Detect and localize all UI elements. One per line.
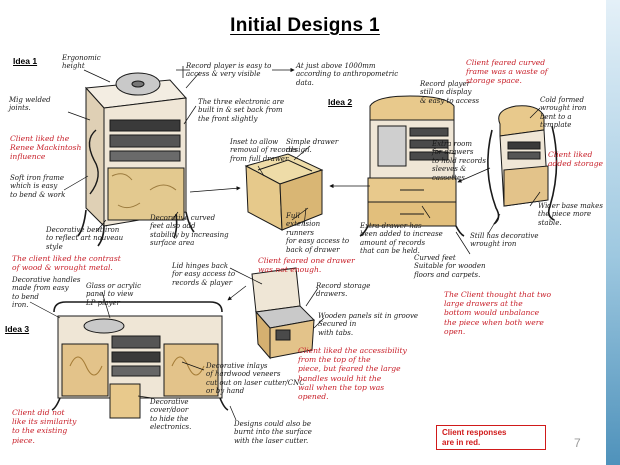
note-three-electronics: The three electronic are built in & set … bbox=[198, 98, 284, 123]
note-curved-feet: Curved feet Suitable for wooden floors a… bbox=[414, 254, 486, 279]
idea1-label: Idea 1 bbox=[13, 56, 37, 66]
response-curved-frame: Client feared curved frame was a waste o… bbox=[466, 58, 548, 86]
note-wider-base: Wider base makes the piece more stable. bbox=[538, 202, 603, 227]
response-one-drawer: Client feared one drawer was not enough. bbox=[258, 256, 355, 274]
note-extra-drawer: Extra drawer has been added to increase … bbox=[360, 222, 443, 256]
note-decorative-bent-iron: Decorative bent iron to reflect art nouv… bbox=[46, 226, 123, 251]
note-designs-burnt: Designs could also be burnt into the sur… bbox=[234, 420, 312, 445]
note-curved-feet-stability: Decorative curved feet also add stabilit… bbox=[150, 214, 229, 248]
response-mackintosh: Client liked the Renee Mackintosh influe… bbox=[10, 134, 81, 162]
client-responses-legend: Client responses are in red. bbox=[436, 425, 546, 450]
idea3-sketch bbox=[52, 302, 228, 418]
note-ergonomic-height: Ergonomic height bbox=[62, 54, 101, 71]
note-decorative-inlays: Decorative inlays of hardwood veneers cu… bbox=[206, 362, 305, 396]
page-number: 7 bbox=[574, 436, 581, 450]
note-record-player-access: Record player is easy to access & very v… bbox=[186, 62, 271, 79]
response-added-storage: Client liked added storage bbox=[548, 150, 603, 168]
note-lid-hinges: Lid hinges back for easy access to recor… bbox=[172, 262, 235, 287]
note-record-storage: Record storage drawers. bbox=[316, 282, 370, 299]
response-accessibility: Client liked the accessibility from the … bbox=[298, 346, 407, 401]
note-mig-welded: Mig welded joints. bbox=[9, 96, 51, 113]
note-simple-drawer: Simple drawer design. bbox=[286, 138, 338, 155]
note-soft-iron: Soft iron frame which is easy to bend & … bbox=[10, 174, 65, 199]
response-contrast: The client liked the contrast of wood & … bbox=[12, 254, 121, 272]
response-large-drawers: The Client thought that two large drawer… bbox=[444, 290, 551, 336]
note-cold-formed: Cold formed wrought iron bent to a templ… bbox=[540, 96, 586, 130]
note-glass-acrylic: Glass or acrylic panel to view LP player bbox=[86, 282, 141, 307]
lid-cabinet-sketch bbox=[252, 268, 314, 358]
note-height-above: At just above 1000mm according to anthro… bbox=[296, 62, 398, 87]
idea3-label: Idea 3 bbox=[5, 324, 29, 334]
note-extra-room: Extra room for drawers to hold records s… bbox=[432, 140, 486, 182]
idea2-label: Idea 2 bbox=[328, 97, 352, 107]
note-decorative-cover: Decorative cover/door to hide the electr… bbox=[150, 398, 191, 432]
note-full-extension: Full extension runners for easy access t… bbox=[286, 212, 349, 254]
note-wooden-panels: Wooden panels sit in groove Secured in w… bbox=[318, 312, 418, 337]
note-decorative-handles: Decorative handles made from easy to ben… bbox=[12, 276, 80, 310]
response-not-similar: Client did not like its similarity to th… bbox=[12, 408, 76, 445]
note-still-decorative: Still has decorative wrought iron bbox=[470, 232, 538, 249]
